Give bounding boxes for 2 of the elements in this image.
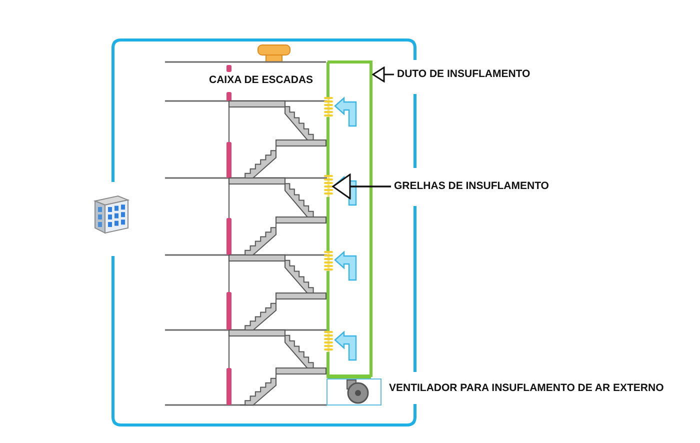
stairwell-label: CAIXA DE ESCADAS <box>209 74 314 87</box>
fan-caption: VENTILADOR PARA INSUFLAMENTO DE AR EXTERNO <box>389 382 664 395</box>
